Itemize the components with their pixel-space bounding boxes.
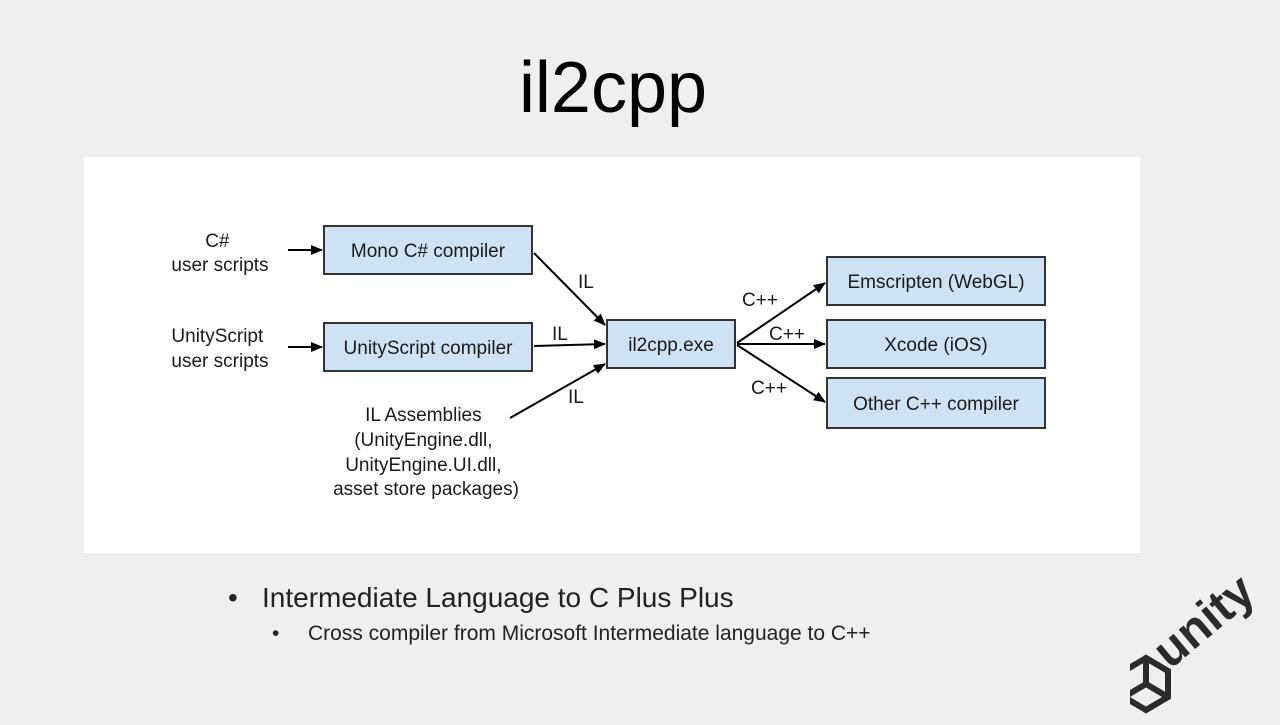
sub-bullet-text: Cross compiler from Microsoft Intermedia…	[308, 622, 871, 645]
box-mono-compiler-label: Mono C# compiler	[351, 241, 506, 262]
box-emscripten: Emscripten (WebGL)	[826, 256, 1046, 306]
input-unityscript-line-1: UnityScript	[171, 326, 264, 347]
input-unityscript: UnityScript user scripts	[171, 326, 268, 372]
arrow-il2cpp-to-emscripten	[736, 282, 826, 344]
edge-label-il-unityscript: IL	[552, 324, 568, 345]
input-assemblies-line-1: IL Assemblies	[365, 405, 482, 426]
input-assemblies: IL Assemblies (UnityEngine.dll, UnityEng…	[333, 405, 519, 500]
sub-bullet-dot: •	[272, 622, 280, 645]
box-xcode: Xcode (iOS)	[826, 319, 1046, 369]
edge-label-cpp-other: C++	[751, 378, 787, 399]
box-other-cpp-compiler: Other C++ compiler	[826, 377, 1046, 429]
box-mono-compiler: Mono C# compiler	[323, 225, 533, 275]
slide-title: il2cpp	[518, 48, 708, 128]
input-unityscript-line-2: user scripts	[171, 351, 268, 372]
box-emscripten-label: Emscripten (WebGL)	[847, 272, 1024, 293]
edge-label-il-assemblies: IL	[568, 387, 584, 408]
input-assemblies-line-3: UnityEngine.UI.dll,	[345, 455, 501, 476]
diagram-panel: C# user scripts UnityScript user scripts…	[84, 157, 1140, 553]
box-unityscript-compiler-label: UnityScript compiler	[344, 338, 514, 359]
box-other-cpp-compiler-label: Other C++ compiler	[853, 394, 1019, 415]
arrow-mono-to-il2cpp	[533, 252, 606, 326]
pipeline-diagram: C# user scripts UnityScript user scripts…	[171, 225, 1046, 500]
input-assemblies-line-4: asset store packages)	[333, 479, 519, 500]
box-il2cpp-exe-label: il2cpp.exe	[628, 335, 714, 356]
input-csharp-line-1: C#	[205, 231, 230, 252]
box-unityscript-compiler: UnityScript compiler	[323, 322, 533, 372]
arrow-il2cpp-to-other	[736, 344, 826, 403]
input-csharp-line-2: user scripts	[171, 255, 268, 276]
input-assemblies-line-2: (UnityEngine.dll,	[354, 430, 492, 451]
input-csharp: C# user scripts	[171, 231, 268, 276]
arrow-unityscript-to-il2cpp	[533, 339, 606, 350]
unity-logo-text: unity	[1143, 572, 1265, 678]
edge-label-cpp-emscripten: C++	[742, 290, 778, 311]
box-xcode-label: Xcode (iOS)	[884, 335, 987, 356]
edge-label-cpp-xcode: C++	[769, 324, 805, 345]
box-il2cpp-exe: il2cpp.exe	[606, 319, 736, 369]
unity-logo-icon: unity	[1121, 564, 1265, 714]
unity-logo: unity	[1121, 564, 1280, 720]
arrow-assemblies-to-il2cpp	[509, 363, 606, 419]
bullet-dot: •	[228, 582, 238, 613]
edge-label-il-mono: IL	[578, 272, 594, 293]
bullet-text: Intermediate Language to C Plus Plus	[262, 582, 734, 613]
